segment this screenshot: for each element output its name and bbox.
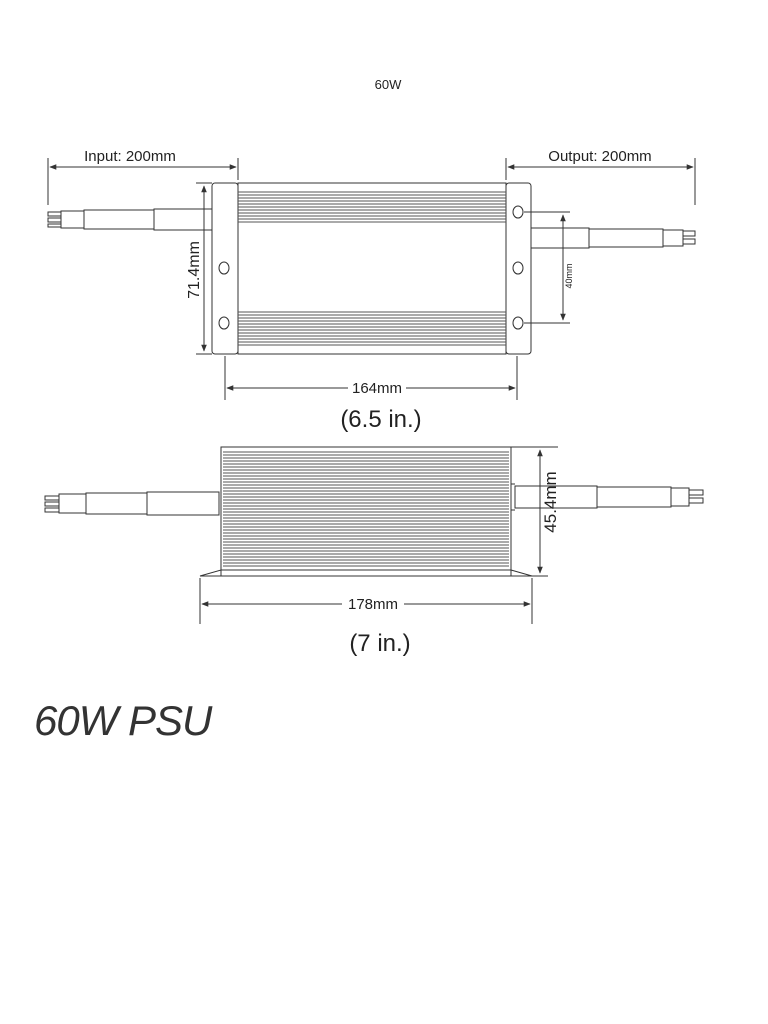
top-height-label: 71.4mm <box>186 241 203 299</box>
right-mounting-hole-1 <box>512 205 524 219</box>
right-mounting-hole-2 <box>512 261 524 275</box>
mount-spacing-label: 40mm <box>564 263 574 288</box>
top-view <box>47 158 696 400</box>
output-cable <box>528 227 696 249</box>
side-length-inches-label: (7 in.) <box>349 630 410 657</box>
top-fins-upper <box>238 191 506 223</box>
right-mounting-flange <box>505 182 532 355</box>
left-mounting-flange <box>211 182 239 355</box>
top-fins-lower <box>238 311 506 346</box>
side-output-cable <box>514 485 704 509</box>
input-length-label: Input: 200mm <box>84 148 176 165</box>
top-length-inches-label: (6.5 in.) <box>340 406 421 433</box>
output-length-label: Output: 200mm <box>548 148 651 165</box>
left-mounting-hole-bottom <box>218 316 230 330</box>
left-mounting-hole-top <box>218 261 230 275</box>
side-input-cable <box>44 491 220 516</box>
input-cable <box>47 208 237 231</box>
top-view-body <box>237 182 507 355</box>
right-mounting-hole-3 <box>512 316 524 330</box>
side-right-foot <box>510 569 533 577</box>
top-length-label: 164mm <box>352 380 402 397</box>
side-left-foot <box>199 569 222 577</box>
side-height-label: 45.4mm <box>541 471 560 532</box>
side-view <box>44 446 704 624</box>
side-fins <box>223 451 509 567</box>
drawing-title: 60W <box>375 77 402 92</box>
side-length-label: 178mm <box>348 596 398 613</box>
caption: 60W PSU <box>34 697 212 744</box>
